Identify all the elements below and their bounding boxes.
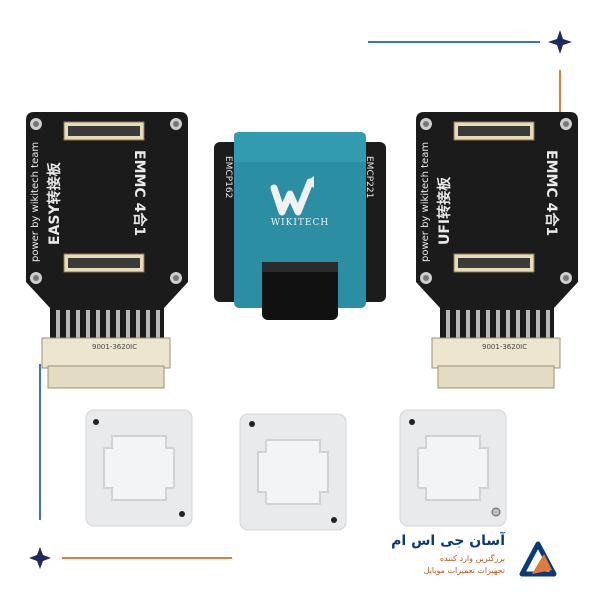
left-connector-code: 9001-3620IC (92, 343, 138, 351)
brand-name: آسان جی اس ام (391, 533, 505, 549)
right-model-text: EMMC 4合1 (543, 150, 559, 237)
left-model-text: EMMC 4合1 (131, 150, 147, 237)
ufi-adapter-board (416, 112, 578, 389)
sparkle-icon (29, 547, 51, 569)
right-connector-code: 9001-3620IC (482, 343, 528, 351)
left-adapter-text: EASY转接板 (47, 162, 63, 245)
easy-adapter-board (26, 112, 188, 389)
socket-left-label: EMCP162 (223, 156, 233, 199)
left-team-text: power by wikitech team (30, 141, 41, 262)
socket-right-label: EMCP221 (364, 156, 374, 199)
emcp-socket-module (214, 132, 386, 320)
brand-tagline-2: تجهیزات تعمیرات موبایل (423, 566, 505, 575)
right-team-text: power by wikitech team (420, 141, 431, 262)
sparkle-icon (548, 30, 572, 54)
silicone-pad (239, 413, 347, 531)
right-adapter-text: UFI转接板 (437, 176, 453, 245)
silicone-pad (399, 409, 507, 527)
silicone-pad (85, 409, 193, 527)
socket-brand-text: WIKITECH (270, 218, 330, 228)
brand-tagline-1: بزرگترین وارد کننده (439, 554, 505, 563)
brand-logo-icon (519, 541, 557, 577)
